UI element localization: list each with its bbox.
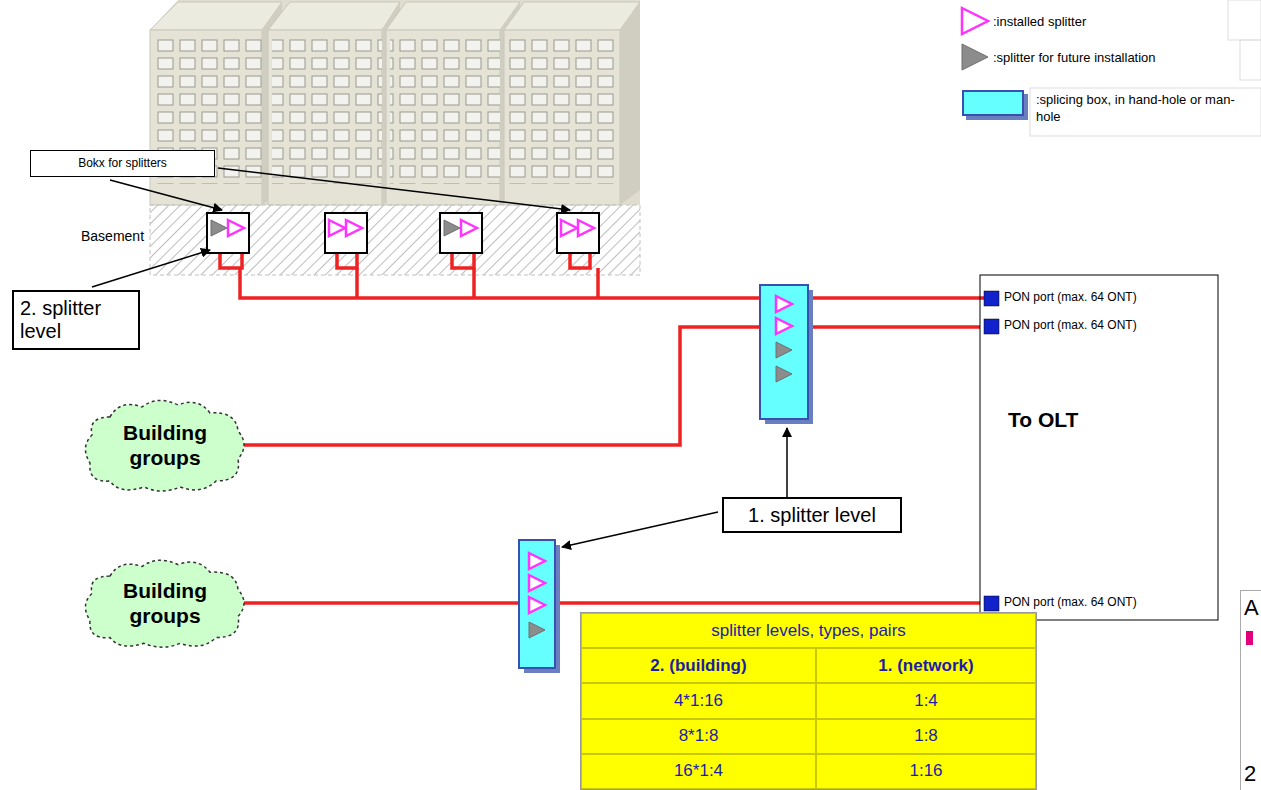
node-text: Bokx for splitters: [78, 157, 167, 171]
legend-samples: [962, 0, 1261, 136]
table-title: splitter levels, types, pairs: [581, 613, 1036, 648]
cut-off-text: 2: [1244, 761, 1256, 787]
legend-swatch: [962, 90, 1024, 116]
node-text: 1. splitter level: [748, 504, 876, 527]
splicing-box: [760, 285, 813, 424]
side-panel: A2: [1240, 590, 1261, 790]
table-cell: 1:8: [816, 719, 1036, 754]
node-text: To OLT: [1008, 408, 1078, 432]
port-label: PON port (max. 64 ONT): [1003, 595, 1138, 609]
pon-port: [984, 291, 999, 611]
cut-off-text: A: [1244, 595, 1259, 621]
node-text: 2. splitter level: [20, 297, 132, 343]
table-cell: 1:4: [816, 683, 1036, 718]
callout-box: 2. splitter level: [12, 290, 140, 350]
cloud-outline: [80, 395, 250, 495]
table-cell: 8*1:8: [581, 719, 816, 754]
basement-splitter-boxes: [207, 213, 599, 253]
splicing-box: [519, 540, 560, 673]
node-text: Building groups: [105, 578, 225, 628]
table-header: 1. (network): [816, 648, 1036, 683]
table-cell: 16*1:4: [581, 754, 816, 789]
bullet-mark: [1246, 631, 1253, 645]
fiber-connector: [244, 601, 980, 605]
fiber-connector: [244, 327, 980, 445]
table-header: 2. (building): [581, 648, 816, 683]
port-label: PON port (max. 64 ONT): [1003, 290, 1138, 304]
legend-text: :installed splitter: [993, 14, 1233, 31]
building-group-cloud: Building groups: [80, 555, 250, 651]
area-label: Basement: [80, 228, 145, 244]
callout-box: Bokx for splitters: [30, 150, 215, 177]
building-group-cloud: Building groups: [80, 395, 250, 495]
splitter-table: splitter levels, types, pairs2. (buildin…: [580, 612, 1037, 790]
callout-box: 1. splitter level: [722, 497, 902, 533]
port-label: PON port (max. 64 ONT): [1003, 318, 1138, 332]
basement-area: [150, 205, 640, 275]
table-cell: 1:16: [816, 754, 1036, 789]
node-text: Building groups: [105, 420, 225, 470]
cloud-outline: [80, 555, 250, 651]
olt-frame: [980, 275, 1218, 620]
leader-lines: [92, 168, 787, 547]
fiber-wires: [220, 253, 985, 298]
legend-text: :splitter for future installation: [993, 50, 1253, 67]
table-cell: 4*1:16: [581, 683, 816, 718]
legend-text: :splicing box, in hand-hole or man-hole: [1036, 92, 1254, 126]
buildings: [150, 0, 640, 205]
